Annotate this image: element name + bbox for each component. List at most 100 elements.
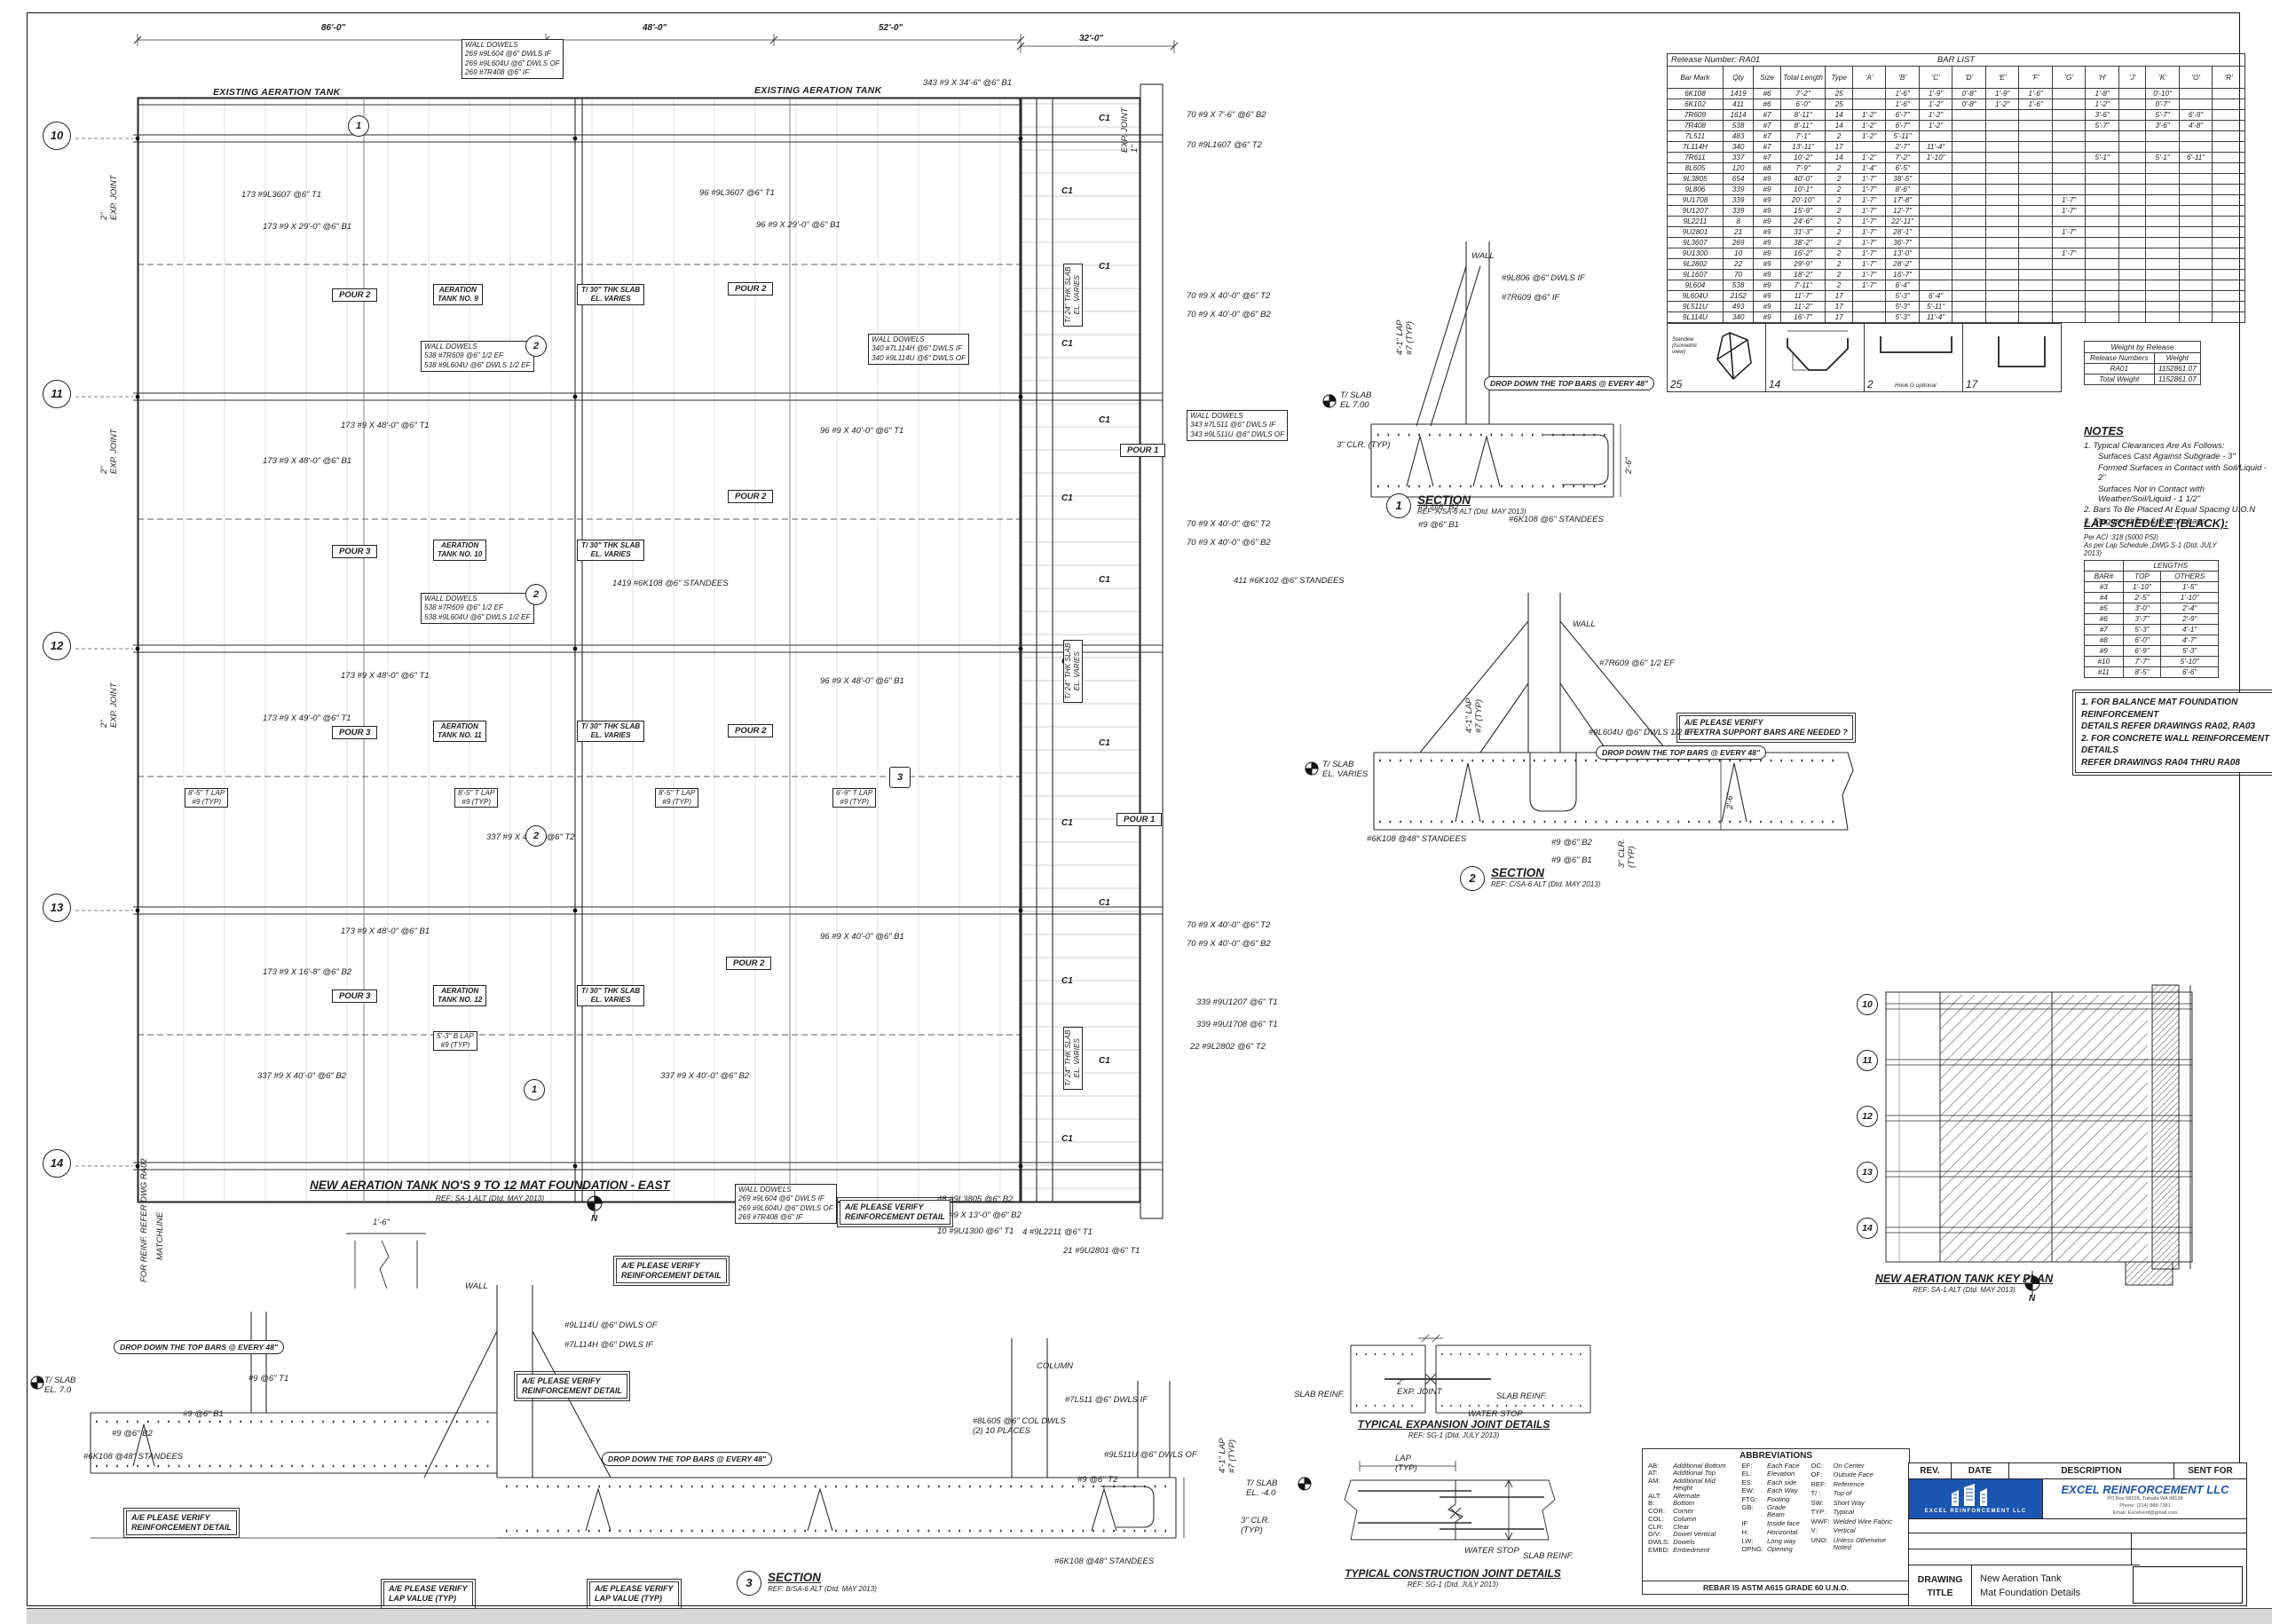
table-cell: COL: <box>1648 1514 1664 1523</box>
table-cell <box>2145 216 2180 227</box>
table-cell <box>2212 141 2245 153</box>
table-cell: 1'-7" <box>2051 248 2087 259</box>
table-cell <box>2051 290 2087 302</box>
table-row: TYP:Typical <box>1809 1509 1905 1518</box>
table-cell: Unless Otherwise Noted <box>1833 1535 1887 1551</box>
table-cell <box>2051 141 2087 153</box>
table-cell <box>2212 248 2245 259</box>
title-block: REV. DATE DESCRIPTION SENT FOR EXCEL REI… <box>1908 1462 2247 1606</box>
table-cell: #6 <box>1753 88 1781 99</box>
section-callout: #7R609 @6" IF <box>1502 293 1560 303</box>
table-row: DWLS:Dowels <box>1646 1539 1737 1547</box>
table-cell: 538 <box>1722 120 1755 131</box>
table-cell: AM: <box>1648 1477 1661 1486</box>
sentfor-header: SENT FOR <box>2188 1466 2233 1476</box>
table-cell: #6 <box>2084 613 2124 625</box>
table-cell: 9U1300 <box>1667 248 1724 259</box>
table-cell: 0'-8" <box>1952 88 1986 99</box>
table-cell: 5'-3" <box>1885 301 1920 312</box>
ae-verify-note: A/E PLEASE VERIFY IF EXTRA SUPPORT BARS … <box>1676 712 1857 744</box>
table-cell: 1152861.07 <box>2153 363 2202 374</box>
table-cell: 8'-11" <box>1779 120 1826 131</box>
rebar-callout: 5'-3" B LAP #9 (TYP) <box>433 1031 477 1051</box>
table-cell: OC: <box>1810 1461 1823 1470</box>
table-cell: #7 <box>1753 152 1781 163</box>
table-cell <box>2085 205 2119 217</box>
table-cell: 654 <box>1722 173 1755 185</box>
company-address: PO Box 58228, Tukwila WA 98138 <box>2107 1496 2183 1502</box>
table-cell <box>2118 269 2147 280</box>
section3-name: SECTION <box>768 1571 822 1584</box>
table-cell: #7 <box>1753 109 1781 121</box>
lap-lengths-header: LENGTHS <box>2122 560 2220 572</box>
column-header: 'C' <box>1918 66 1953 89</box>
table-cell: 1'-4" <box>1851 162 1887 174</box>
table-cell: 1'-7" <box>1851 173 1887 185</box>
pour-label: T/ 30" THK SLAB EL. VARIES <box>577 540 645 561</box>
table-cell <box>2212 120 2245 131</box>
plan-existing-label-right: EXISTING AERATION TANK <box>754 85 882 96</box>
table-cell: WWF: <box>1810 1517 1830 1525</box>
rebar-callout: 96 #9 X 40'-0" @6" T1 <box>820 426 904 436</box>
table-cell: 17 <box>1825 311 1853 323</box>
abbreviations-title: ABBREVIATIONS <box>1739 1451 1813 1461</box>
section-callout: #9 @6" B2 <box>1551 838 1592 847</box>
table-cell <box>2178 248 2213 259</box>
section1-title: 1 SECTION REF: A/SA-6 ALT (Dtd. MAY 2013… <box>1386 493 1526 518</box>
rebar-callout: 173 #9 X 49'-0" @6" T1 <box>263 713 351 723</box>
rebar-callout: WALL DOWELS 538 #7R609 @6" 1/2 EF 538 #9… <box>421 341 534 372</box>
table-cell: 11'-2" <box>1779 301 1826 312</box>
table-row: AM:Additional Mid Height <box>1646 1478 1737 1492</box>
table-cell: 3'-6" <box>2085 109 2119 121</box>
pour-label: POUR 1 <box>1116 813 1163 827</box>
rebar-callout: 70 #9 X 40'-0" @6" B2 <box>1187 538 1271 548</box>
grid-bubble: 11 <box>1857 1050 1878 1071</box>
date-header: DATE <box>1952 1463 2009 1478</box>
table-row: OF:Outside Face <box>1809 1471 1905 1481</box>
column-header: 'J' <box>2118 66 2147 89</box>
table-cell: 9U1708 <box>1667 194 1724 206</box>
table-cell: 15'-9" <box>1779 205 1826 217</box>
rebar-callout: WALL DOWELS 343 #7L511 @6" DWLS IF 343 #… <box>1187 410 1289 441</box>
table-cell: 1'-7" <box>1851 184 1887 195</box>
table-cell: #6 <box>1753 99 1781 110</box>
table-cell <box>1952 194 1986 206</box>
table-cell: Top of <box>1833 1489 1852 1498</box>
table-cell: 36'-7" <box>1885 237 1920 248</box>
column-header: 'B' <box>1885 66 1920 89</box>
table-cell: 1'-7" <box>1851 269 1887 280</box>
rebar-callout: 339 #9U1207 @6" T1 <box>1196 997 1278 1007</box>
table-cell: #9 <box>1753 205 1781 217</box>
rebar-callout: 173 #9 X 29'-0" @6" B1 <box>263 222 352 232</box>
table-cell: TYP: <box>1810 1508 1826 1517</box>
table-cell: GB: <box>1741 1503 1754 1512</box>
table-cell <box>2018 130 2053 142</box>
section-callout: T/ SLAB EL 7.00 <box>1340 390 1372 411</box>
vertical-label: 2" EXP. JOINT <box>99 682 120 728</box>
shape-caption: Hook G optional <box>1895 382 1937 389</box>
section-callout: DROP DOWN THE TOP BARS @ EVERY 48" <box>1596 745 1766 761</box>
table-cell <box>2178 194 2213 206</box>
plan-title-ref: REF: SA-1 ALT (Dtd. MAY 2013) <box>435 1194 545 1202</box>
table-cell: 1'-10" <box>2122 581 2162 593</box>
column-header: OTHERS <box>2160 571 2219 582</box>
table-cell: 1'-6" <box>1885 99 1920 110</box>
table-cell: #7 <box>1753 120 1781 131</box>
table-cell: H: <box>1741 1527 1749 1536</box>
rebar-callout: 70 #9 X 7'-6" @6" B2 <box>1187 110 1266 120</box>
table-row: ALT:Alternate <box>1646 1492 1737 1500</box>
table-cell <box>2018 280 2053 291</box>
u-bar-shape-icon <box>1998 336 2046 367</box>
table-cell <box>2212 99 2245 110</box>
section-callout: #6K108 @48" STANDEES <box>1054 1557 1155 1566</box>
table-cell <box>1851 88 1887 99</box>
table-cell <box>2051 109 2087 121</box>
